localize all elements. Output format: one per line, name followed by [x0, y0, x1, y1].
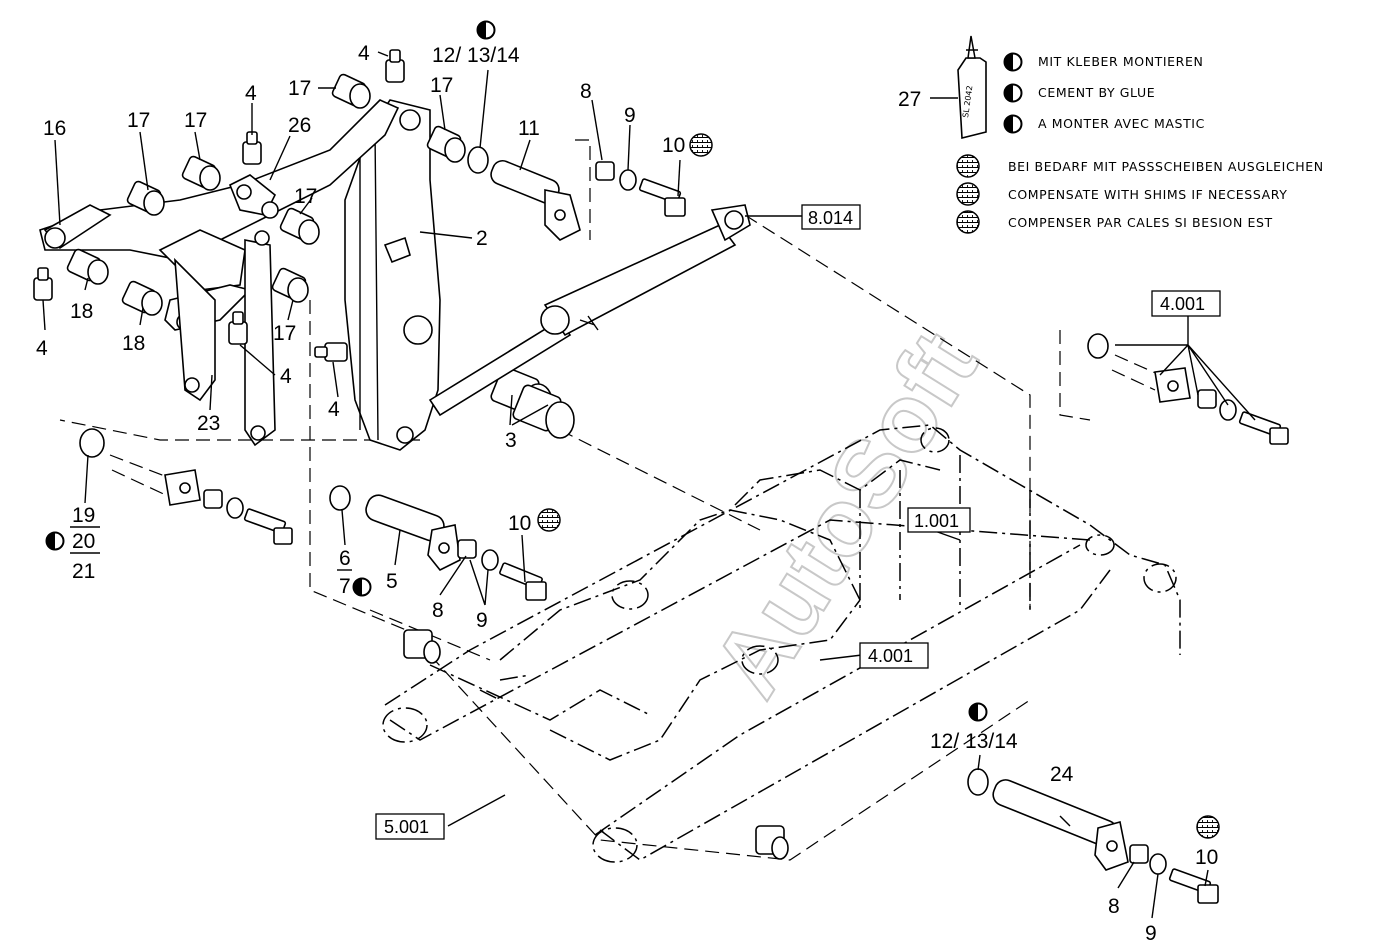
label-16: 16 [43, 117, 66, 140]
glue-symbols [45, 20, 988, 722]
bushing-17-c [126, 180, 165, 216]
hydraulic-cylinder [428, 204, 751, 417]
label-18: 18 [122, 332, 145, 355]
legend-shim-en: COMPENSATE WITH SHIMS IF NECESSARY [1008, 187, 1287, 202]
pin-5-assembly [329, 485, 547, 601]
label-8: 8 [580, 80, 592, 103]
callout-leaders [42, 51, 1256, 919]
glue-bottle-icon: SL 2042 [957, 35, 987, 140]
bushing-17-e [271, 267, 309, 303]
label-10: 10 [508, 512, 531, 535]
label-17: 17 [273, 322, 296, 345]
label-24: 24 [1050, 763, 1074, 786]
reference-boxes: 8.014 4.001 1.001 4.001 5.001 [375, 204, 1221, 840]
shim-icon [537, 508, 561, 532]
grease-nipple-c [33, 267, 53, 301]
bushing-17-d [279, 207, 320, 245]
label-4: 4 [358, 42, 370, 65]
label-17: 17 [430, 74, 453, 97]
label-20: 20 [72, 530, 95, 553]
ref-4001-right: 4.001 [1160, 294, 1205, 314]
label-26: 26 [288, 114, 311, 137]
grease-nipple-d [228, 311, 248, 345]
pin-19-assembly [79, 428, 293, 545]
shim-icon [689, 133, 713, 157]
grease-nipple-b [242, 131, 262, 165]
label-12-13-14: 12/ 13/14 [432, 44, 520, 67]
label-21: 21 [72, 560, 95, 583]
label-10: 10 [662, 134, 685, 157]
glue-bottle-label: SL 2042 [961, 85, 974, 118]
label-27: 27 [898, 88, 921, 111]
label-17: 17 [127, 109, 150, 132]
pin-24-assembly [967, 768, 1219, 904]
pin-4001-assembly [1087, 333, 1289, 445]
legend-glue-fr: A MONTER AVEC MASTIC [1038, 116, 1205, 131]
label-8: 8 [432, 599, 444, 622]
label-11: 11 [518, 117, 540, 140]
bushing-17-b [181, 155, 221, 191]
label-17: 17 [184, 109, 207, 132]
ref-4001-frame: 4.001 [868, 646, 913, 666]
bellcrank-linkage [39, 99, 400, 447]
label-3: 3 [505, 429, 517, 452]
label-5: 5 [386, 570, 398, 593]
legend-shim-fr: COMPENSER PAR CALES SI BESION EST [1008, 215, 1273, 230]
glue-icon [1003, 83, 1023, 103]
label-10: 10 [1195, 846, 1218, 869]
bushing-17-a [331, 73, 371, 109]
label-23: 23 [197, 412, 220, 435]
label-9: 9 [624, 104, 636, 127]
glue-icon [968, 702, 988, 722]
grease-nipple-e [314, 342, 348, 362]
bushing-18-b [121, 280, 163, 316]
glue-icon [352, 577, 372, 597]
ref-1001: 1.001 [914, 511, 959, 531]
glue-icon [1003, 52, 1023, 72]
bushing-frame-bottom [755, 825, 789, 860]
label-4: 4 [328, 398, 340, 421]
shim-symbols [537, 133, 1220, 839]
bushings [66, 73, 789, 860]
label-4: 4 [36, 337, 48, 360]
shim-icon [956, 210, 980, 234]
grease-nipple-a [385, 49, 405, 83]
legend-shim-de: BEI BEDARF MIT PASSSCHEIBEN AUSGLEICHEN [1008, 159, 1324, 174]
label-6: 6 [339, 547, 351, 570]
shim-icon [1196, 815, 1220, 839]
bushing-18-a [66, 248, 109, 285]
label-19: 19 [72, 504, 95, 527]
label-8: 8 [1108, 895, 1120, 918]
bushing-frame-lower [403, 629, 441, 664]
label-4: 4 [280, 365, 292, 388]
label-9: 9 [476, 609, 488, 632]
label-4: 4 [245, 82, 257, 105]
bushing-17-f [426, 125, 466, 163]
label-18: 18 [70, 300, 93, 323]
label-2: 2 [476, 227, 488, 250]
callout-labels: 16 17 17 4 26 17 4 12/ 13/14 17 11 8 9 1… [36, 42, 1218, 945]
label-17: 17 [288, 77, 311, 100]
label-12-13-14: 12/ 13/14 [930, 730, 1018, 753]
ref-8014: 8.014 [808, 208, 853, 228]
shim-icon [956, 182, 980, 206]
shim-icon [956, 154, 980, 178]
bushing-3 [490, 366, 575, 439]
pin-11-assembly [467, 146, 686, 241]
label-7: 7 [339, 575, 351, 598]
grease-nipples [33, 49, 405, 362]
glue-icon [1003, 114, 1023, 134]
glue-icon [476, 20, 496, 40]
legend-glue-de: MIT KLEBER MONTIEREN [1038, 54, 1203, 69]
glue-icon [45, 531, 65, 551]
legend: SL 2042 MIT KLEBER MONTIEREN CEMENT BY G… [956, 35, 1324, 234]
legend-glue-en: CEMENT BY GLUE [1038, 85, 1155, 100]
boom-arm [344, 99, 441, 451]
label-17: 17 [294, 185, 317, 208]
ref-5001: 5.001 [384, 817, 429, 837]
label-9: 9 [1145, 922, 1157, 945]
